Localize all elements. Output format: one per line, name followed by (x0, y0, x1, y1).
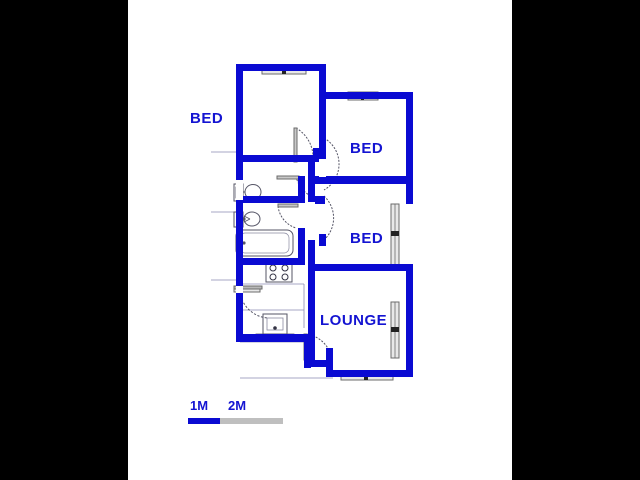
room-label-lounge: LOUNGE (320, 312, 388, 329)
floorplan-drawing (211, 64, 413, 381)
doorway-gaps (236, 159, 326, 293)
scale-label-2m: 2M (228, 398, 247, 413)
scale-bar: 1M 2M (186, 398, 296, 432)
room-label-bed-3: BED (350, 230, 384, 247)
room-label-bed-2: BED (350, 140, 384, 157)
bathtub-fixture (235, 229, 294, 257)
scale-bar-track (188, 418, 283, 424)
scale-bar-labels: 1M 2M (186, 398, 296, 416)
floorplan-canvas: BED BED BED LOUNGE 1M 2M (128, 0, 512, 480)
stove-hob-fixture (265, 261, 293, 283)
scale-segment-first-meter (188, 418, 220, 424)
room-label-bed-1: BED (190, 110, 224, 127)
scale-label-1m: 1M (190, 398, 209, 413)
walls (236, 64, 413, 377)
window-lounge-east (390, 301, 400, 359)
window-bed3-east (390, 203, 400, 267)
scale-segment-second-meter (220, 418, 283, 424)
